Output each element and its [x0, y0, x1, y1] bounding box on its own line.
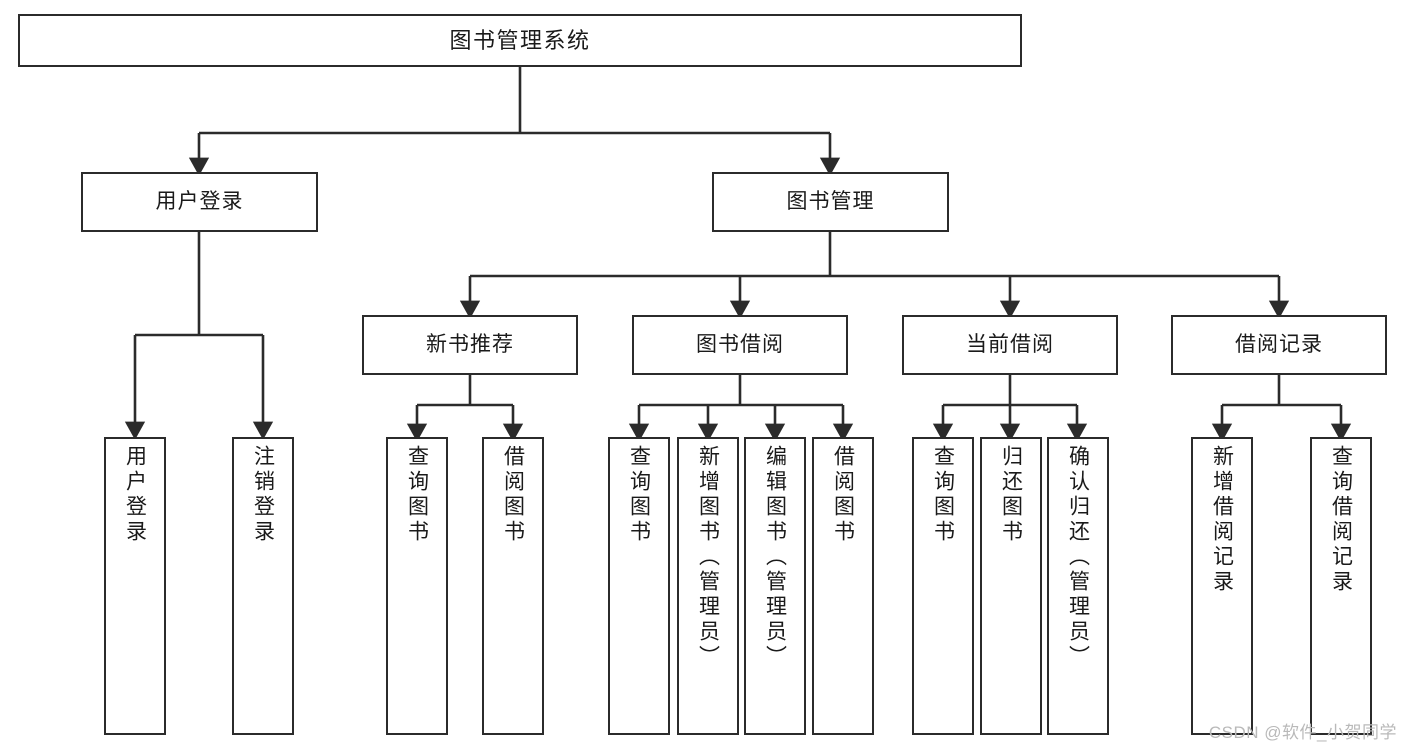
node-leaf-borrow-book-1[interactable]: 借阅图书: [482, 437, 544, 735]
node-book-borrow[interactable]: 图书借阅: [632, 315, 848, 375]
node-leaf-user-logout-label: 注销登录: [251, 445, 275, 545]
node-leaf-add-record-label: 新增借阅记录: [1210, 445, 1234, 595]
node-leaf-query-book-2-label: 查询图书: [627, 445, 651, 545]
node-book-manage-label: 图书管理: [786, 189, 875, 213]
node-current-borrow[interactable]: 当前借阅: [902, 315, 1118, 375]
node-leaf-edit-book-label: 编辑图书（管理员）: [763, 445, 787, 670]
node-leaf-return-book-label: 归还图书: [999, 445, 1023, 545]
node-leaf-confirm-return[interactable]: 确认归还（管理员）: [1047, 437, 1109, 735]
node-borrow-record-label: 借阅记录: [1235, 332, 1323, 356]
node-leaf-borrow-book-1-label: 借阅图书: [501, 445, 525, 545]
node-leaf-user-login[interactable]: 用户登录: [104, 437, 166, 735]
node-leaf-query-book-2[interactable]: 查询图书: [608, 437, 670, 735]
node-leaf-query-book-3-label: 查询图书: [931, 445, 955, 545]
node-leaf-borrow-book-2[interactable]: 借阅图书: [812, 437, 874, 735]
node-leaf-return-book[interactable]: 归还图书: [980, 437, 1042, 735]
node-book-borrow-label: 图书借阅: [696, 332, 784, 356]
node-leaf-query-book-1[interactable]: 查询图书: [386, 437, 448, 735]
node-leaf-query-book-1-label: 查询图书: [405, 445, 429, 545]
node-leaf-add-record[interactable]: 新增借阅记录: [1191, 437, 1253, 735]
node-new-book-rec[interactable]: 新书推荐: [362, 315, 578, 375]
node-leaf-add-book[interactable]: 新增图书（管理员）: [677, 437, 739, 735]
node-leaf-borrow-book-2-label: 借阅图书: [831, 445, 855, 545]
node-borrow-record[interactable]: 借阅记录: [1171, 315, 1387, 375]
node-leaf-query-book-3[interactable]: 查询图书: [912, 437, 974, 735]
node-root-label: 图书管理系统: [449, 27, 591, 53]
node-leaf-user-logout[interactable]: 注销登录: [232, 437, 294, 735]
node-current-borrow-label: 当前借阅: [966, 332, 1054, 356]
node-leaf-user-login-label: 用户登录: [123, 445, 147, 545]
node-leaf-query-record[interactable]: 查询借阅记录: [1310, 437, 1372, 735]
node-root[interactable]: 图书管理系统: [18, 14, 1022, 67]
node-leaf-add-book-label: 新增图书（管理员）: [696, 445, 720, 670]
node-book-manage[interactable]: 图书管理: [712, 172, 949, 232]
node-leaf-edit-book[interactable]: 编辑图书（管理员）: [744, 437, 806, 735]
node-leaf-confirm-return-label: 确认归还（管理员）: [1066, 445, 1090, 670]
watermark: CSDN @软件_小贺同学: [1208, 723, 1397, 742]
node-user-login-label: 用户登录: [155, 189, 244, 213]
node-leaf-query-record-label: 查询借阅记录: [1329, 445, 1353, 595]
node-user-login[interactable]: 用户登录: [81, 172, 318, 232]
node-new-book-rec-label: 新书推荐: [426, 332, 514, 356]
